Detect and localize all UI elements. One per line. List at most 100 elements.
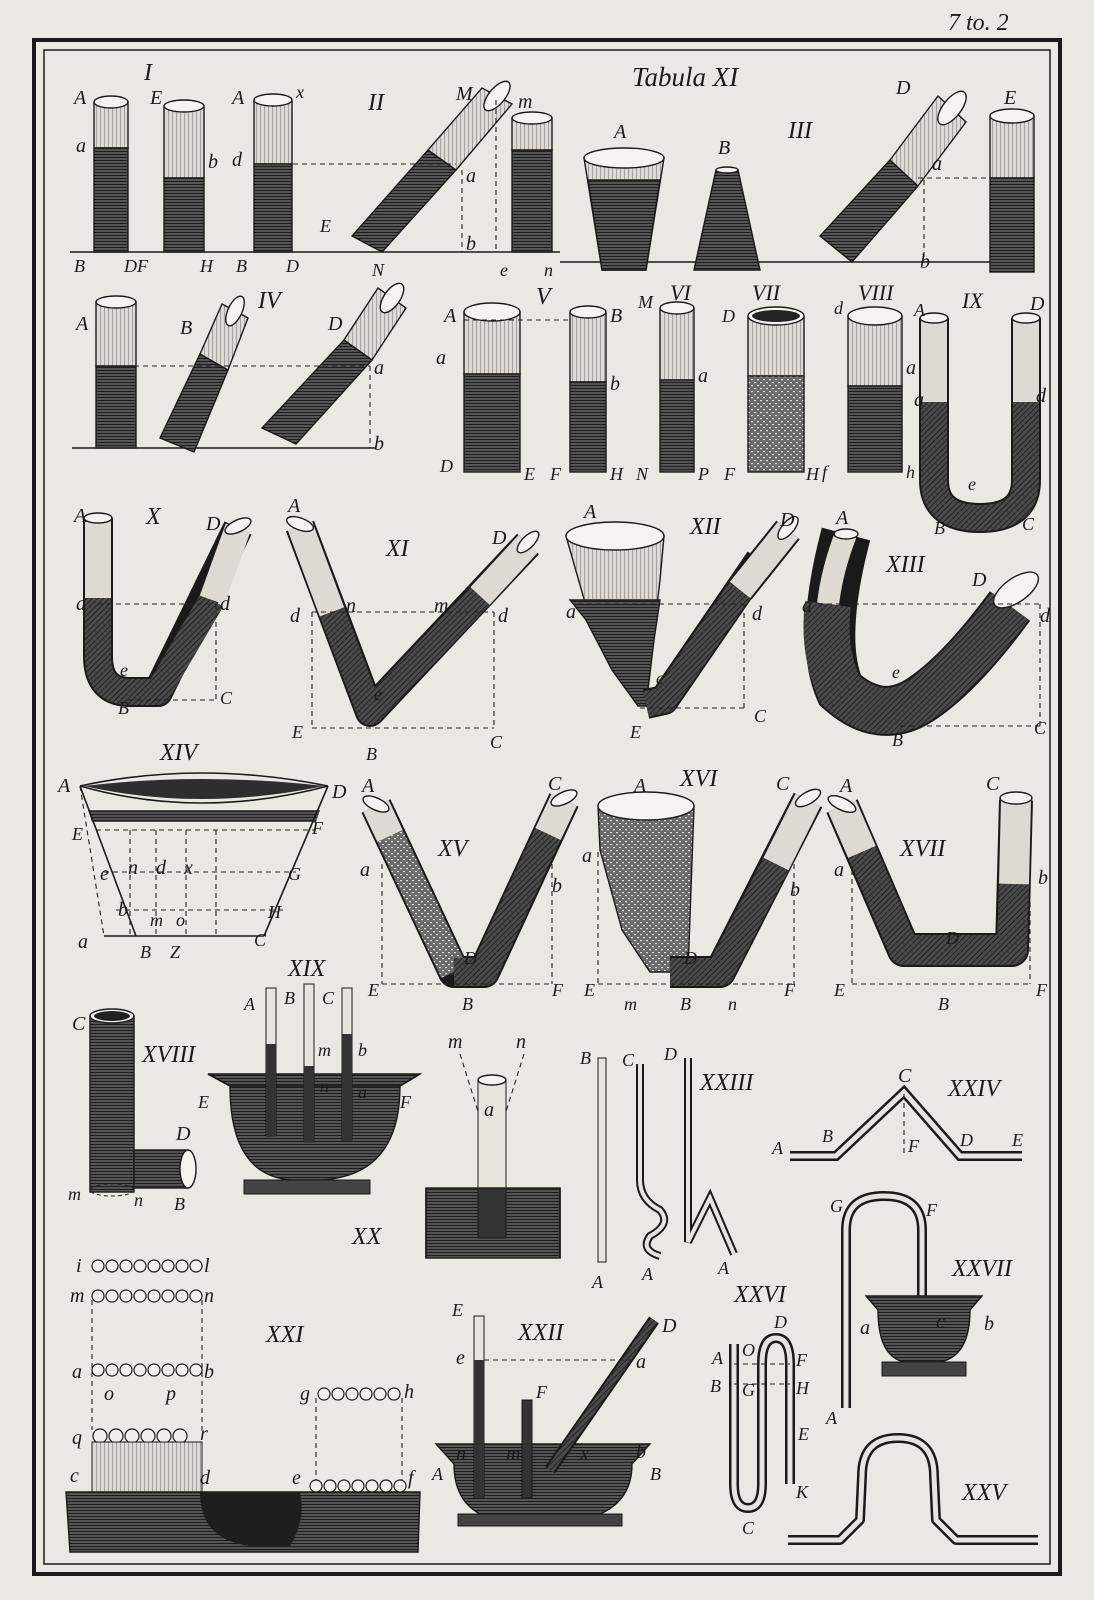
svg-text:B: B (174, 1194, 185, 1214)
svg-text:H: H (267, 902, 282, 922)
svg-text:E: E (523, 464, 535, 484)
svg-text:G: G (830, 1196, 843, 1216)
svg-text:C: C (1034, 718, 1047, 738)
svg-text:A: A (632, 775, 647, 797)
svg-text:M: M (455, 83, 474, 105)
svg-text:d: d (1040, 605, 1051, 627)
svg-text:m: m (150, 910, 163, 930)
svg-text:E: E (367, 980, 379, 1000)
svg-text:K: K (795, 1482, 809, 1502)
figure-XXVII: XXVII G F a c b A (825, 1190, 1013, 1428)
svg-text:x: x (183, 857, 193, 879)
svg-text:A: A (612, 121, 627, 143)
svg-text:n: n (516, 1031, 526, 1053)
svg-text:b: b (636, 1441, 646, 1463)
svg-text:G: G (288, 864, 301, 884)
figure-number: XVII (899, 836, 946, 862)
svg-text:F: F (1035, 980, 1048, 1000)
svg-text:B: B (892, 730, 903, 750)
figure-number: XVIII (141, 1042, 196, 1068)
svg-text:a: a (436, 347, 446, 369)
figure-number: XIV (159, 740, 200, 766)
svg-text:B: B (934, 518, 945, 538)
figure-IV: IV A B D a b (72, 282, 407, 455)
figure-number: VI (670, 280, 692, 305)
svg-text:H: H (805, 464, 820, 484)
svg-text:B: B (650, 1464, 661, 1484)
svg-text:A: A (591, 1272, 604, 1292)
svg-text:C: C (622, 1050, 635, 1070)
svg-text:A: A (56, 775, 71, 797)
svg-text:x: x (295, 82, 304, 102)
svg-text:A: A (641, 1264, 654, 1284)
ball-row-m (91, 1289, 203, 1303)
svg-text:o: o (104, 1383, 114, 1405)
svg-text:D: D (1029, 293, 1045, 315)
ball-row-g (317, 1387, 401, 1401)
svg-text:F: F (907, 1136, 920, 1156)
svg-text:a: a (374, 357, 384, 379)
svg-text:f: f (822, 462, 830, 482)
figure-XV: XV A C a b D E F B (360, 773, 579, 1014)
svg-text:h: h (404, 1381, 414, 1403)
svg-text:C: C (742, 1518, 755, 1538)
figure-number: XXVI (733, 1282, 787, 1308)
figure-III: III A B D E a b (560, 77, 1035, 273)
svg-text:f: f (408, 1467, 416, 1489)
svg-text:n: n (320, 1076, 329, 1096)
svg-text:A: A (230, 87, 245, 109)
svg-text:F: F (925, 1200, 938, 1220)
svg-text:a: a (76, 135, 86, 157)
svg-text:A: A (834, 507, 849, 529)
svg-text:b: b (610, 373, 620, 395)
svg-text:b: b (1038, 867, 1048, 889)
svg-text:A: A (913, 300, 926, 320)
svg-text:H: H (795, 1378, 810, 1398)
figure-XXV: XXV (788, 1433, 1038, 1545)
svg-text:D: D (779, 509, 795, 531)
svg-text:E: E (197, 1092, 209, 1112)
svg-text:D: D (663, 1044, 677, 1064)
plate-outer-border (32, 38, 1062, 1576)
svg-text:B: B (118, 698, 129, 718)
svg-text:E: E (451, 1300, 463, 1320)
svg-text:e: e (968, 474, 976, 494)
svg-text:A: A (360, 775, 375, 797)
svg-text:m: m (518, 91, 532, 113)
svg-text:E: E (583, 980, 595, 1000)
svg-text:D: D (773, 1312, 787, 1332)
figure-I: I A E a b B DF H (70, 60, 228, 276)
svg-text:B: B (284, 988, 295, 1008)
svg-text:H: H (609, 464, 624, 484)
svg-text:D: D (661, 1315, 677, 1337)
svg-text:m: m (70, 1285, 84, 1307)
svg-text:D: D (175, 1123, 191, 1145)
svg-text:B: B (680, 994, 691, 1014)
svg-text:d: d (220, 593, 231, 615)
svg-text:E: E (629, 722, 641, 742)
svg-text:Z: Z (170, 942, 181, 962)
figure-number: XVI (679, 766, 718, 792)
svg-text:a: a (76, 593, 86, 615)
figure-number: I (143, 60, 153, 86)
svg-text:a: a (834, 859, 844, 881)
figure-number: XXI (265, 1322, 304, 1348)
svg-text:D: D (327, 313, 343, 335)
svg-text:B: B (462, 994, 473, 1014)
figure-number: IV (257, 288, 283, 314)
svg-text:p: p (164, 1383, 176, 1405)
svg-text:b: b (790, 879, 800, 901)
svg-text:B: B (140, 942, 151, 962)
figure-number: XIII (885, 552, 926, 578)
figure-IX: IX A D a d e B C (913, 288, 1047, 538)
svg-text:N: N (635, 464, 649, 484)
svg-text:e: e (374, 684, 382, 704)
figure-XIII: XIII A D a d e B C (802, 507, 1051, 750)
svg-text:a: a (72, 1361, 82, 1383)
svg-text:e: e (500, 260, 508, 280)
svg-text:a: a (566, 601, 576, 623)
svg-text:n: n (134, 1190, 143, 1210)
svg-text:D: D (959, 1130, 973, 1150)
svg-text:D: D (331, 781, 347, 803)
